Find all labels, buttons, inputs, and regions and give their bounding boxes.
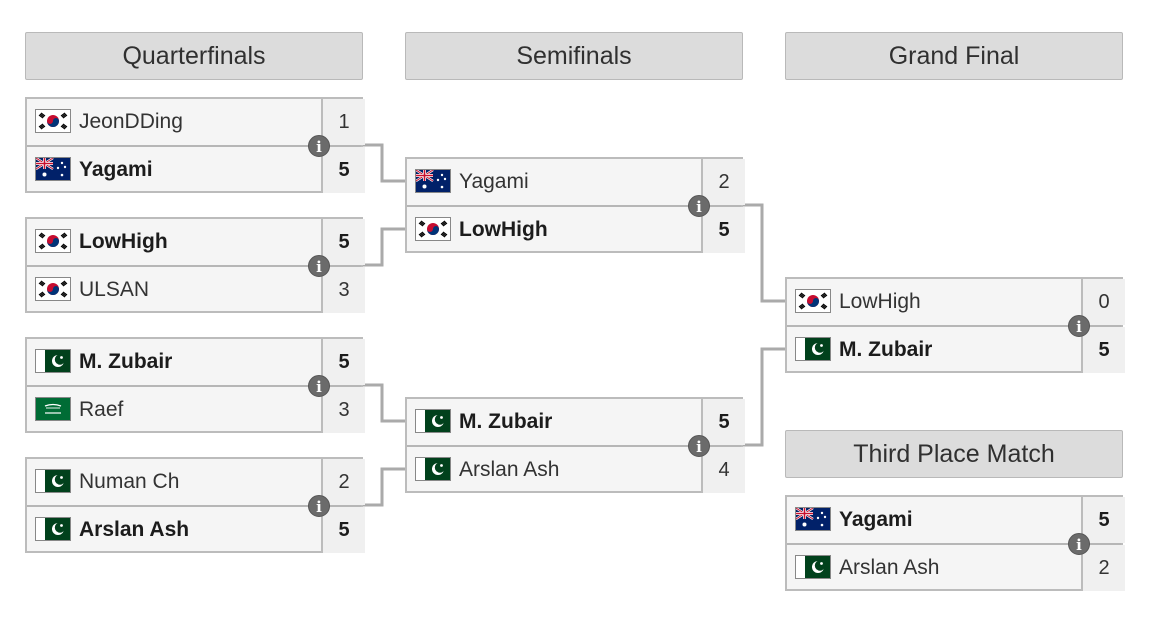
match-divider (27, 265, 361, 267)
player-row[interactable]: Numan Ch 2 (27, 459, 365, 505)
player-score: 5 (321, 219, 365, 265)
player-row[interactable]: LowHigh 5 (407, 207, 745, 253)
match-grand-final[interactable]: LowHigh 0 M. Zubair 5 i (785, 277, 1125, 373)
flag-pakistan-icon (415, 457, 451, 481)
player-name: LowHigh (79, 230, 168, 253)
match-semifinal-2[interactable]: M. Zubair 5 Arslan Ash 4 i (405, 397, 745, 493)
flag-south-korea-icon (795, 289, 831, 313)
info-icon[interactable]: i (688, 195, 710, 217)
match-third-place[interactable]: Yagami 5 Arslan Ash 2 i (785, 495, 1125, 591)
connector-qf3-sf2 (362, 383, 406, 423)
player-name: Arslan Ash (79, 518, 190, 541)
match-divider (787, 543, 1121, 545)
player-row[interactable]: Yagami 2 (407, 159, 745, 205)
player-score: 5 (321, 339, 365, 385)
player-row[interactable]: Arslan Ash 2 (787, 545, 1125, 591)
connector-sf2-gf (742, 347, 786, 447)
flag-south-korea-icon (35, 277, 71, 301)
info-icon[interactable]: i (308, 375, 330, 397)
flag-australia-icon (415, 169, 451, 193)
player-name: LowHigh (459, 218, 548, 241)
player-score: 3 (321, 267, 365, 313)
player-score: 5 (1081, 497, 1125, 543)
match-divider (27, 385, 361, 387)
player-row[interactable]: JeonDDing 1 (27, 99, 365, 145)
flag-pakistan-icon (795, 337, 831, 361)
flag-australia-icon (35, 157, 71, 181)
info-icon[interactable]: i (308, 495, 330, 517)
match-quarterfinal-2[interactable]: LowHigh 5 ULSAN 3 i (25, 217, 365, 313)
player-name: Arslan Ash (839, 556, 940, 579)
match-divider (27, 505, 361, 507)
player-score: 0 (1081, 279, 1125, 325)
player-row[interactable]: Yagami 5 (787, 497, 1125, 543)
player-name: Yagami (839, 508, 913, 531)
player-row[interactable]: LowHigh 5 (27, 219, 365, 265)
player-score: 1 (321, 99, 365, 145)
flag-south-korea-icon (35, 109, 71, 133)
player-row[interactable]: Yagami 5 (27, 147, 365, 193)
player-score: 2 (321, 459, 365, 505)
header-third-place-match: Third Place Match (785, 430, 1123, 478)
match-divider (27, 145, 361, 147)
player-name: M. Zubair (459, 410, 553, 433)
player-name: Raef (79, 398, 124, 421)
player-name: JeonDDing (79, 110, 183, 133)
player-score: 2 (1081, 545, 1125, 591)
flag-south-korea-icon (35, 229, 71, 253)
player-name: Yagami (459, 170, 529, 193)
player-row[interactable]: ULSAN 3 (27, 267, 365, 313)
info-icon[interactable]: i (688, 435, 710, 457)
connector-sf1-gf (742, 203, 786, 303)
match-divider (787, 325, 1121, 327)
player-score: 5 (321, 507, 365, 553)
player-name: Numan Ch (79, 470, 180, 493)
flag-pakistan-icon (415, 409, 451, 433)
player-name: M. Zubair (839, 338, 933, 361)
player-score: 5 (1081, 327, 1125, 373)
match-divider (407, 205, 741, 207)
flag-pakistan-icon (35, 349, 71, 373)
info-icon[interactable]: i (308, 255, 330, 277)
flag-pakistan-icon (35, 517, 71, 541)
flag-pakistan-icon (35, 469, 71, 493)
player-row[interactable]: Arslan Ash 5 (27, 507, 365, 553)
player-name: Arslan Ash (459, 458, 560, 481)
header-quarterfinals: Quarterfinals (25, 32, 363, 80)
player-score: 2 (701, 159, 745, 205)
flag-australia-icon (795, 507, 831, 531)
header-semifinals: Semifinals (405, 32, 743, 80)
player-row[interactable]: M. Zubair 5 (407, 399, 745, 445)
player-row[interactable]: M. Zubair 5 (787, 327, 1125, 373)
player-row[interactable]: Raef 3 (27, 387, 365, 433)
header-grand-final: Grand Final (785, 32, 1123, 80)
player-row[interactable]: LowHigh 0 (787, 279, 1125, 325)
match-quarterfinal-3[interactable]: M. Zubair 5 Raef 3 i (25, 337, 365, 433)
flag-pakistan-icon (795, 555, 831, 579)
info-icon[interactable]: i (308, 135, 330, 157)
flag-south-korea-icon (415, 217, 451, 241)
connector-qf2-sf1 (362, 227, 406, 267)
info-icon[interactable]: i (1068, 533, 1090, 555)
info-icon[interactable]: i (1068, 315, 1090, 337)
match-divider (407, 445, 741, 447)
player-score: 4 (701, 447, 745, 493)
connector-qf4-sf2 (362, 467, 406, 507)
player-name: M. Zubair (79, 350, 173, 373)
player-score: 3 (321, 387, 365, 433)
player-score: 5 (321, 147, 365, 193)
player-score: 5 (701, 399, 745, 445)
player-score: 5 (701, 207, 745, 253)
flag-saudi-arabia-icon (35, 397, 71, 421)
connector-qf1-sf1 (362, 143, 406, 183)
player-name: LowHigh (839, 290, 921, 313)
match-semifinal-1[interactable]: Yagami 2 LowHigh 5 i (405, 157, 745, 253)
match-quarterfinal-4[interactable]: Numan Ch 2 Arslan Ash 5 i (25, 457, 365, 553)
player-row[interactable]: M. Zubair 5 (27, 339, 365, 385)
player-name: Yagami (79, 158, 153, 181)
player-name: ULSAN (79, 278, 150, 301)
player-row[interactable]: Arslan Ash 4 (407, 447, 745, 493)
match-quarterfinal-1[interactable]: JeonDDing 1 Yagami 5 i (25, 97, 365, 193)
